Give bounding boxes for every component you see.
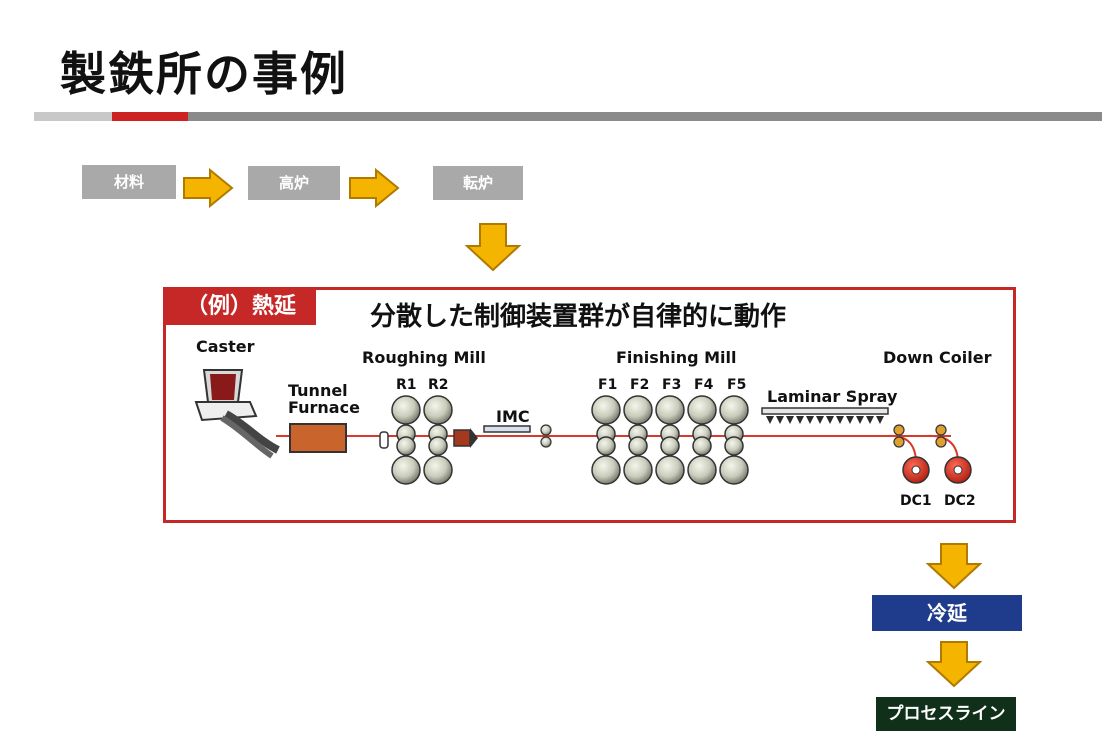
page-title: 製鉄所の事例 bbox=[60, 47, 348, 101]
hot-strip-mill-diagram bbox=[194, 369, 972, 485]
stage-process-line: プロセスライン bbox=[876, 697, 1016, 731]
label-down-coiler: Down Coiler bbox=[883, 348, 992, 367]
title-rule-left bbox=[34, 112, 112, 121]
finishing-mill-rolls bbox=[591, 395, 749, 485]
label-f2: F2 bbox=[630, 377, 650, 393]
label-f5: F5 bbox=[727, 377, 747, 393]
label-dc2: DC2 bbox=[944, 493, 976, 509]
label-r2: R2 bbox=[428, 377, 449, 393]
flow-arrow-right-icon bbox=[349, 168, 400, 208]
label-tunnel-furnace-1: Tunnel bbox=[288, 381, 348, 400]
title-rule-right bbox=[188, 112, 1102, 121]
roughing-mill-rolls bbox=[391, 395, 453, 485]
edger-icon bbox=[379, 431, 389, 449]
flow-arrow-right-icon bbox=[183, 168, 234, 208]
label-f3: F3 bbox=[662, 377, 682, 393]
laminar-spray-icon bbox=[761, 407, 889, 424]
label-roughing-mill: Roughing Mill bbox=[362, 348, 486, 367]
section-tag: （例）熱延 bbox=[166, 289, 316, 325]
label-caster: Caster bbox=[196, 337, 255, 356]
label-f1: F1 bbox=[598, 377, 618, 393]
label-r1: R1 bbox=[396, 377, 417, 393]
tunnel-furnace-icon bbox=[289, 423, 347, 453]
label-dc1: DC1 bbox=[900, 493, 932, 509]
flow-arrow-down-icon bbox=[926, 543, 982, 590]
title-rule-accent bbox=[112, 112, 188, 121]
hot-rolling-panel bbox=[163, 287, 1016, 523]
caster-icon bbox=[194, 369, 280, 459]
section-heading: 分散した制御装置群が自律的に動作 bbox=[370, 302, 787, 332]
label-laminar-spray: Laminar Spray bbox=[767, 387, 898, 406]
stage-cold-rolling: 冷延 bbox=[872, 595, 1022, 631]
label-imc: IMC bbox=[496, 407, 530, 426]
imc-icon bbox=[483, 425, 531, 433]
down-coiler-icons bbox=[902, 456, 972, 484]
flow-arrow-down-icon bbox=[926, 641, 982, 688]
stage-blast-furnace: 高炉 bbox=[248, 166, 340, 200]
flow-arrow-down-icon bbox=[465, 223, 521, 272]
label-finishing-mill: Finishing Mill bbox=[616, 348, 737, 367]
stage-converter: 転炉 bbox=[433, 166, 523, 200]
crop-shear-icon bbox=[453, 429, 471, 447]
label-f4: F4 bbox=[694, 377, 714, 393]
stage-material: 材料 bbox=[82, 165, 176, 199]
label-tunnel-furnace-2: Furnace bbox=[288, 398, 360, 417]
